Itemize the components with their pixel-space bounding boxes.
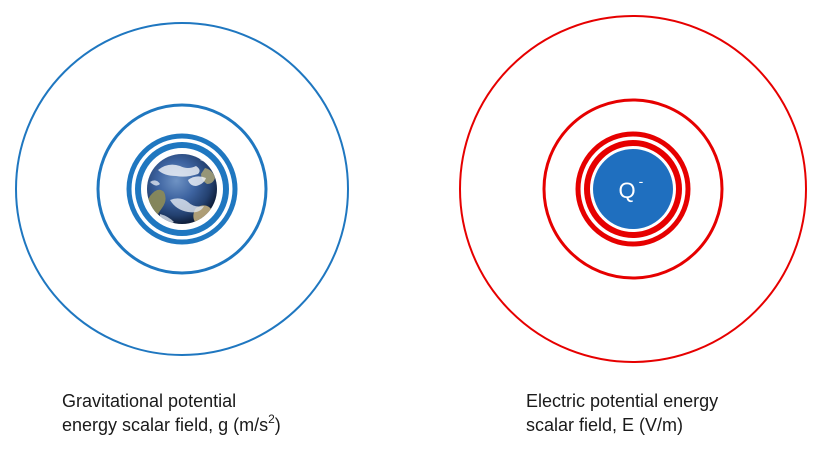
electric-ring-innermost [584, 140, 682, 238]
gravitational-caption: Gravitational potential energy scalar fi… [62, 389, 281, 437]
electric-caption-line1: Electric potential energy [526, 391, 719, 411]
gravity-ring-outer [15, 22, 349, 356]
electric-caption: Electric potential energy scalar field, … [526, 389, 718, 437]
electric-ring-middle [542, 98, 724, 280]
earth-icon [147, 154, 217, 224]
gravitational-field [15, 22, 349, 356]
electric-ring-inner [575, 131, 691, 247]
gravity-ring-inner [126, 133, 238, 245]
gravitational-caption-line2-suffix: ) [274, 415, 281, 435]
electric-field: Q - [459, 15, 807, 363]
charge-sign: - [639, 173, 644, 189]
gravitational-caption-exponent: 2 [268, 412, 275, 426]
electric-caption-line2: scalar field, E (V/m) [526, 415, 684, 435]
charge-label: Q [618, 178, 635, 203]
gravitational-caption-line1: Gravitational potential [62, 391, 237, 411]
electric-ring-outer [459, 15, 807, 363]
gravitational-caption-line2-prefix: energy scalar field, g (m/s [62, 415, 269, 435]
negative-charge: Q - [593, 149, 673, 229]
gravitational-caption-line2: energy scalar field, g (m/s2) [62, 413, 281, 437]
gravity-ring-middle [96, 103, 268, 275]
gravity-ring-innermost [135, 142, 229, 236]
